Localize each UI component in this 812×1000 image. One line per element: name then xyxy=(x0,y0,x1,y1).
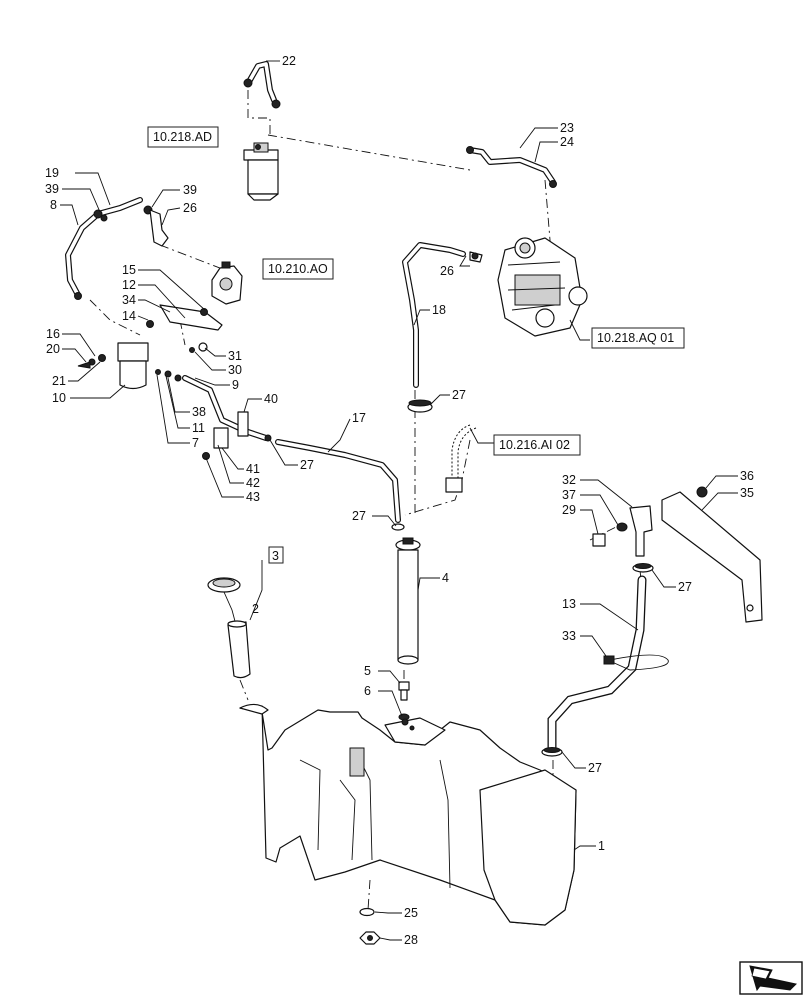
callout-16: 16 xyxy=(46,327,60,341)
callout-27-b: 27 xyxy=(452,388,466,402)
callout-10: 10 xyxy=(52,391,66,405)
callout-17: 17 xyxy=(352,411,366,425)
callout-27-c: 27 xyxy=(352,509,366,523)
ref-box-sender[interactable]: 10.216.AI 02 xyxy=(493,434,581,456)
ref-box-injection-pump[interactable]: 10.218.AQ 01 xyxy=(591,327,685,349)
callout-40: 40 xyxy=(264,392,278,406)
fuel-filter-assembly xyxy=(243,142,279,201)
callout-29: 29 xyxy=(562,503,576,517)
ref-sender-label[interactable]: 10.216.AI 02 xyxy=(499,438,570,452)
washer-25-nut-28 xyxy=(359,907,381,945)
ref-box-filter[interactable]: 10.218.AD xyxy=(147,126,219,148)
callout-37: 37 xyxy=(562,488,576,502)
fitting-32-bolt-29 xyxy=(592,505,654,573)
callout-numbers: 22 23 24 19 39 8 39 26 26 15 12 34 14 31… xyxy=(45,54,754,947)
callout-28: 28 xyxy=(404,933,418,947)
callout-6: 6 xyxy=(364,684,371,698)
callout-23: 23 xyxy=(560,121,574,135)
callout-15: 15 xyxy=(122,263,136,277)
callout-9: 9 xyxy=(232,378,239,392)
callout-31: 31 xyxy=(228,349,242,363)
callout-3-box: 3 xyxy=(268,546,284,564)
callout-30: 30 xyxy=(228,363,242,377)
callout-38: 38 xyxy=(192,405,206,419)
fuel-hose-18 xyxy=(402,242,466,413)
sender-wiring xyxy=(445,424,477,493)
ref-pump-label[interactable]: 10.210.AO xyxy=(268,262,328,276)
filler-cap-and-strainer xyxy=(207,577,251,679)
ref-box-lift-pump[interactable]: 10.210.AO xyxy=(262,258,334,280)
callout-4: 4 xyxy=(442,571,449,585)
callout-41: 41 xyxy=(246,462,260,476)
callout-2: 2 xyxy=(252,602,259,616)
callout-27-d: 27 xyxy=(678,580,692,594)
fuel-return-line-22 xyxy=(243,61,281,109)
callout-1: 1 xyxy=(598,839,605,853)
ref-injection-label[interactable]: 10.218.AQ 01 xyxy=(597,331,674,345)
fuel-tank-1 xyxy=(239,703,577,926)
callout-leaders xyxy=(60,60,738,941)
callout-34: 34 xyxy=(122,293,136,307)
fuel-feed-line-8 xyxy=(65,197,169,300)
callout-39-right: 39 xyxy=(183,183,197,197)
fuel-line-17 xyxy=(275,439,401,523)
callout-25: 25 xyxy=(404,906,418,920)
fuel-lift-pump xyxy=(211,261,243,305)
callout-22: 22 xyxy=(282,54,296,68)
callout-11: 11 xyxy=(192,421,205,435)
callout-39-left: 39 xyxy=(45,182,59,196)
vent-hose-13 xyxy=(541,575,669,757)
reference-links[interactable]: 10.218.AD 10.210.AO 10.218.AQ 01 10.216.… xyxy=(147,126,685,456)
callout-12: 12 xyxy=(122,278,136,292)
callout-7: 7 xyxy=(192,436,199,450)
callout-27-a: 27 xyxy=(300,458,314,472)
callout-19: 19 xyxy=(45,166,59,180)
callout-36: 36 xyxy=(740,469,754,483)
callout-14: 14 xyxy=(122,309,136,323)
callout-8: 8 xyxy=(50,198,57,212)
callout-33: 33 xyxy=(562,629,576,643)
pre-filter-assembly-10 xyxy=(77,304,223,390)
fuel-line-9 xyxy=(182,375,272,460)
callout-26-right: 26 xyxy=(440,264,454,278)
callout-27-e: 27 xyxy=(588,761,602,775)
bracket-35 xyxy=(661,486,763,623)
callout-13: 13 xyxy=(562,597,576,611)
callout-35: 35 xyxy=(740,486,754,500)
next-page-arrow-icon[interactable] xyxy=(739,961,803,995)
callout-21: 21 xyxy=(52,374,66,388)
callout-18: 18 xyxy=(432,303,446,317)
callout-24: 24 xyxy=(560,135,574,149)
callout-43: 43 xyxy=(246,490,260,504)
callout-5: 5 xyxy=(364,664,371,678)
fuel-level-sender-4 xyxy=(391,523,421,665)
injection-pump xyxy=(469,237,588,337)
bolt-5-washer-6 xyxy=(398,681,410,721)
callout-42: 42 xyxy=(246,476,260,490)
callout-26-left: 26 xyxy=(183,201,197,215)
fuel-line-23-24 xyxy=(466,146,557,188)
ref-filter-label[interactable]: 10.218.AD xyxy=(153,130,212,144)
callout-20: 20 xyxy=(46,342,60,356)
callout-3: 3 xyxy=(272,549,279,563)
callout-32: 32 xyxy=(562,473,576,487)
